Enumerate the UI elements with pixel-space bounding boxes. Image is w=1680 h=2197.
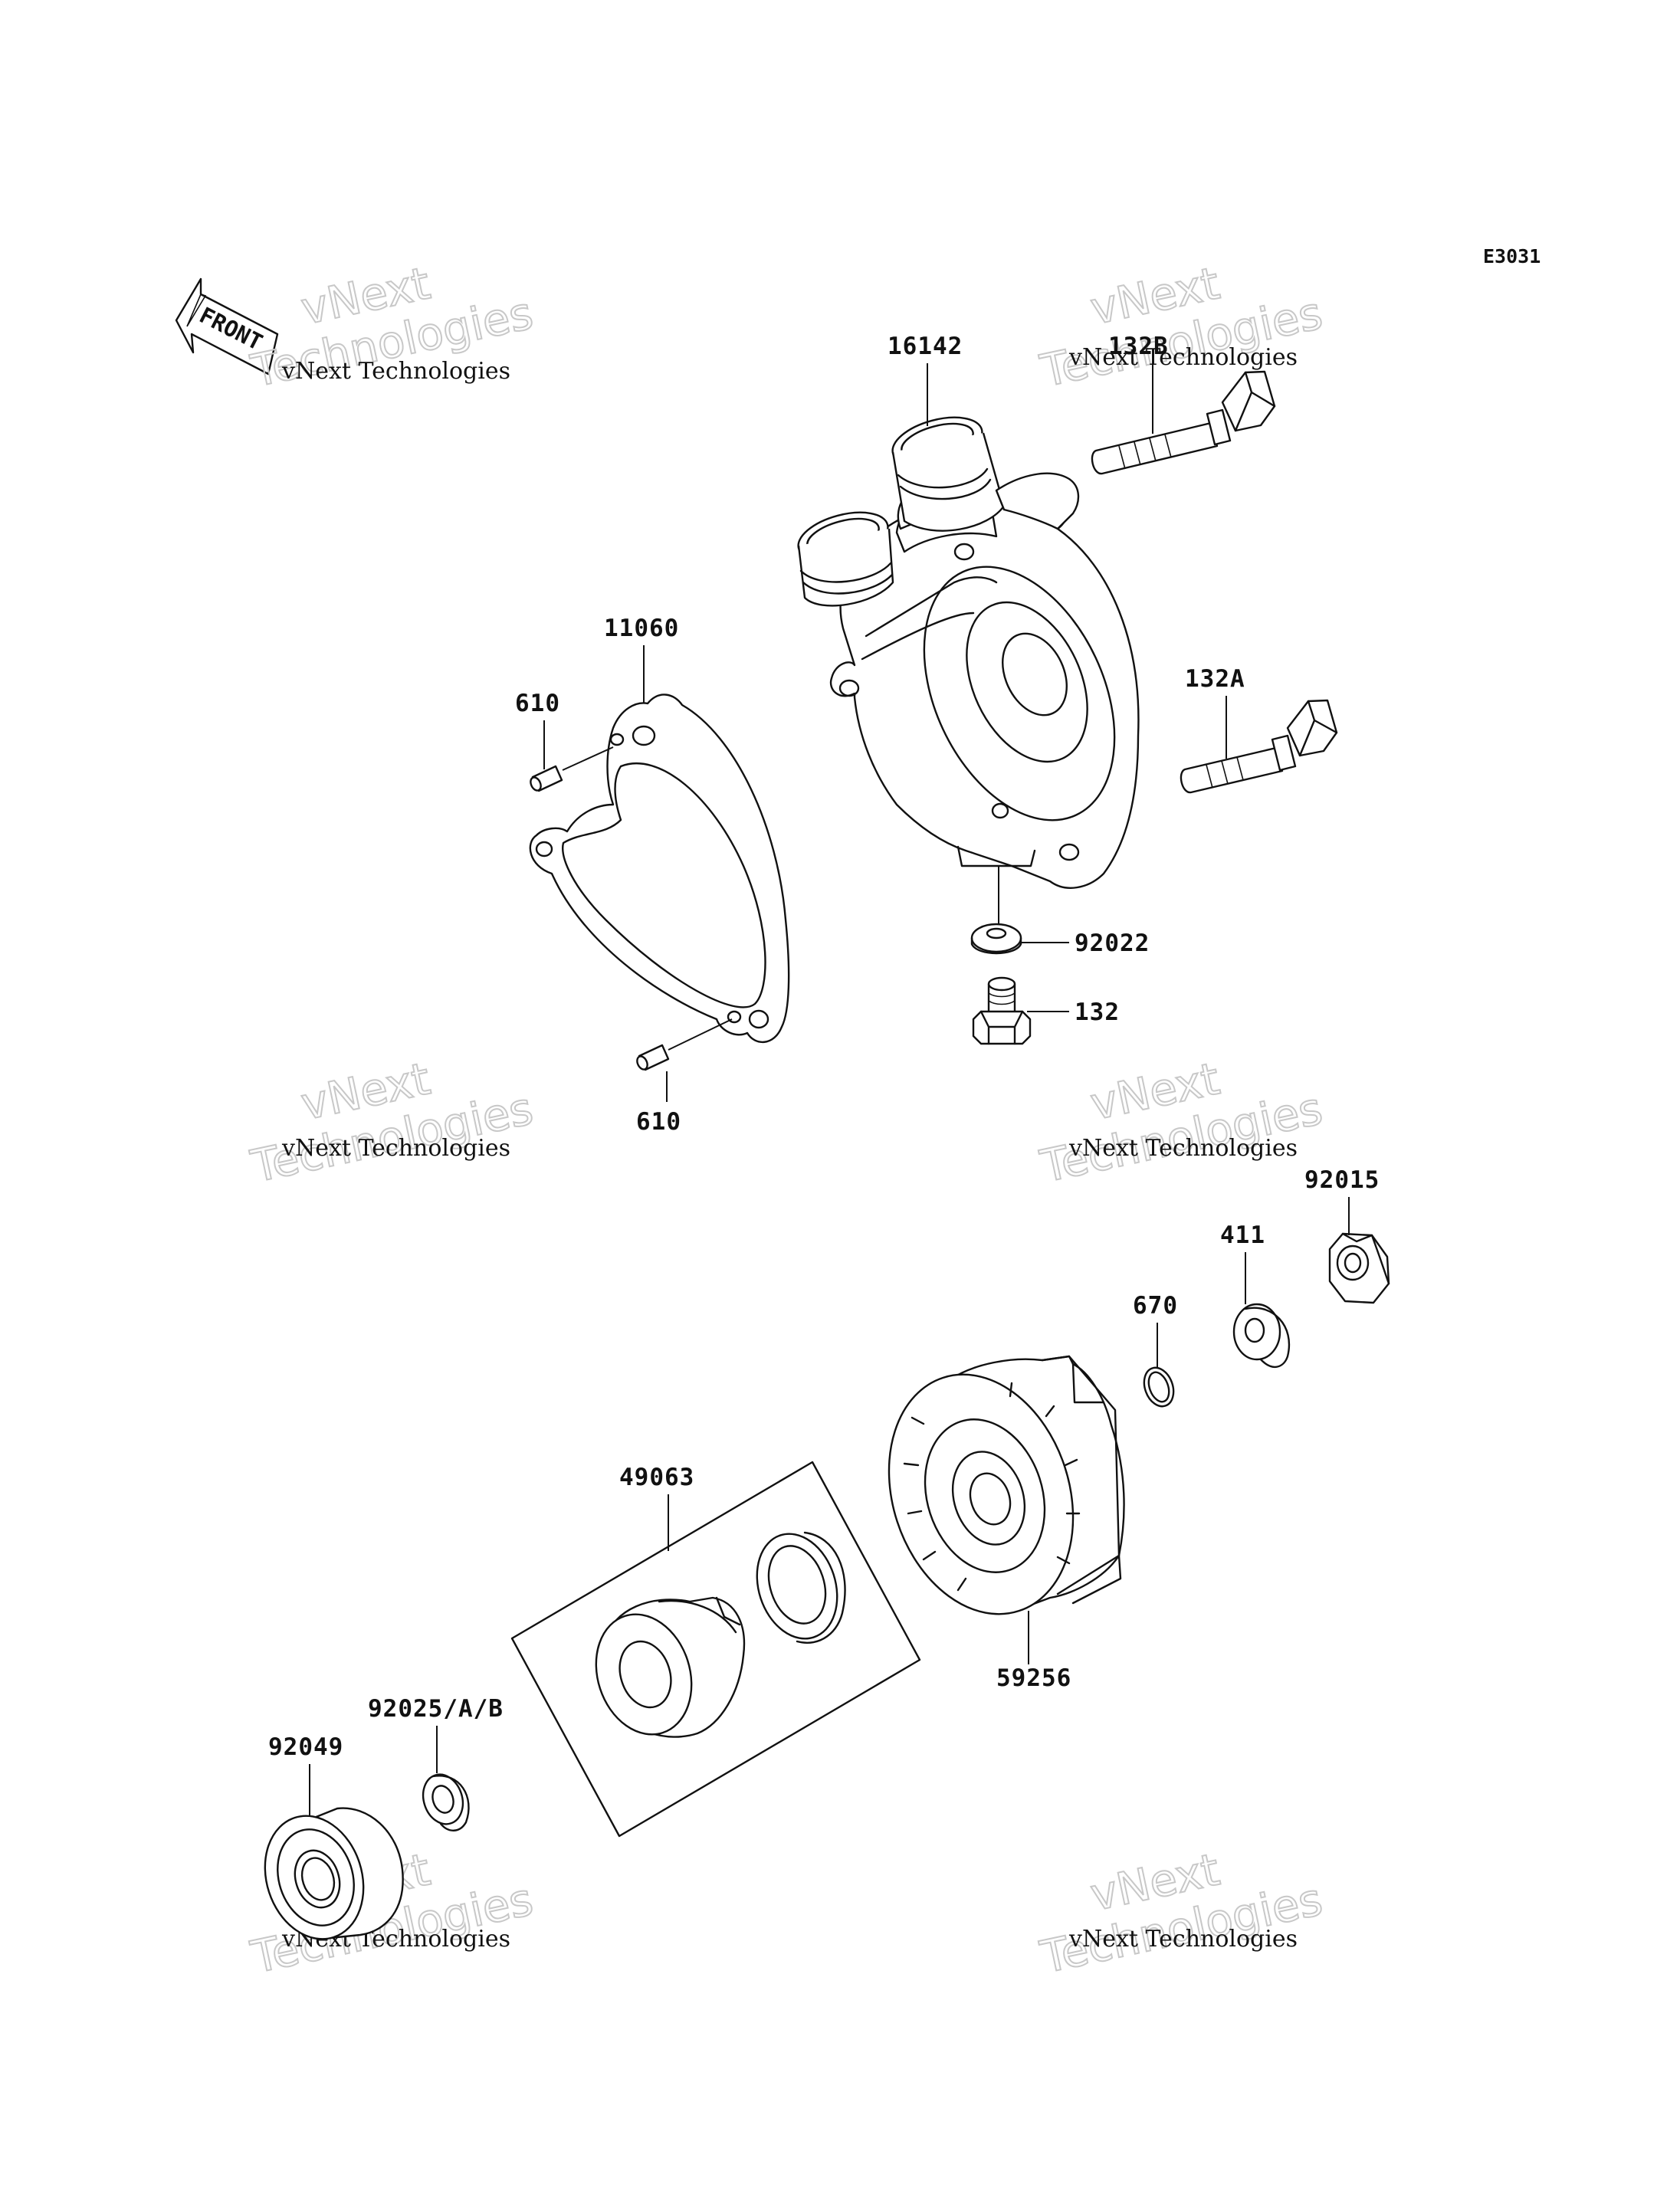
mechanical-seal-part: [510, 1461, 921, 1838]
label-92015: 92015: [1304, 1166, 1380, 1194]
watermark-text-mid-left: vNext Technologies: [281, 1135, 510, 1162]
label-92025: 92025/A/B: [368, 1695, 504, 1723]
o-ring-670-part: [1143, 1366, 1175, 1408]
washer-411-part: [1232, 1303, 1290, 1368]
watermark-top-right: vNext Technologies: [1035, 256, 1328, 398]
label-49063: 49063: [619, 1464, 694, 1491]
oil-seal-92025-part: [422, 1773, 470, 1831]
watermark-bottom-right: vNext Technologies: [1035, 1842, 1328, 1984]
bolt-132b-part: [1091, 370, 1276, 475]
watermark-text-mid-right: vNext Technologies: [1068, 1135, 1298, 1162]
watermark-text-top-right: vNext Technologies: [1068, 344, 1298, 371]
pump-cover-part: [797, 416, 1140, 889]
label-132b: 132B: [1108, 333, 1169, 360]
label-59256: 59256: [996, 1664, 1071, 1692]
label-610-bottom: 610: [636, 1108, 681, 1136]
label-92022: 92022: [1075, 930, 1150, 957]
bolt-132-part: [972, 976, 1032, 1045]
watermark-text-bottom-right: vNext Technologies: [1068, 1926, 1298, 1953]
label-610-top: 610: [515, 690, 560, 717]
gasket-part: [529, 694, 790, 1044]
impeller-part: [888, 1355, 1125, 1615]
label-132a: 132A: [1185, 665, 1245, 693]
watermark-mid-left: vNext Technologies: [246, 1051, 539, 1193]
washer-92022-part: [970, 923, 1022, 955]
dowel-pin-top-part: [530, 765, 563, 792]
nut-92015-part: [1328, 1232, 1390, 1304]
leader-610-top: [562, 746, 614, 771]
watermark-text-top-left: vNext Technologies: [281, 358, 510, 385]
bolt-132a-part: [1180, 699, 1338, 794]
leader-610-bottom-diag: [668, 1018, 733, 1051]
bearing-92049-part: [264, 1807, 404, 1940]
dowel-pin-bottom-part: [636, 1044, 670, 1071]
label-411: 411: [1220, 1221, 1265, 1249]
label-11060: 11060: [604, 615, 679, 642]
watermark-mid-right: vNext Technologies: [1035, 1051, 1328, 1193]
label-132: 132: [1075, 998, 1120, 1026]
label-16142: 16142: [888, 333, 963, 360]
diagram-code: E3031: [1483, 245, 1541, 267]
label-92049: 92049: [268, 1733, 343, 1761]
label-670: 670: [1133, 1292, 1178, 1320]
